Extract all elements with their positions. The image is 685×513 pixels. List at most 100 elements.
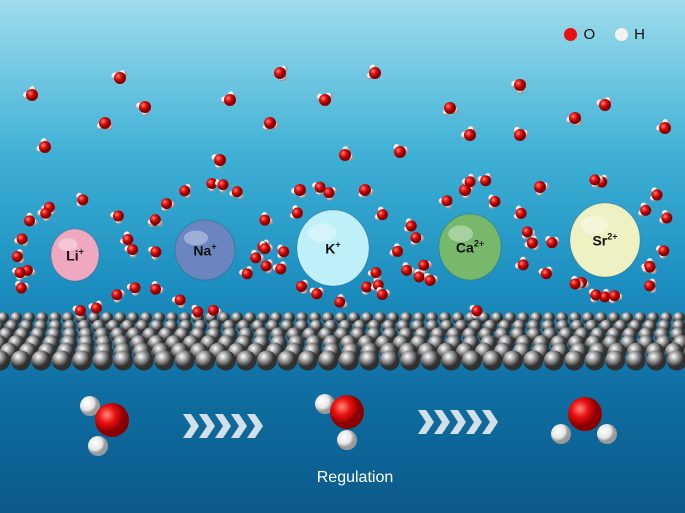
oxygen-atom	[274, 67, 286, 79]
oxygen-atom	[515, 207, 527, 219]
water-molecule	[655, 245, 670, 259]
water-molecule	[461, 173, 476, 188]
oxygen-atom	[214, 154, 226, 166]
oxygen-atom	[521, 226, 533, 238]
substrate-atom	[605, 350, 626, 371]
ion-highlight	[58, 238, 78, 252]
water-molecule	[110, 210, 124, 225]
substrate-atom	[441, 350, 462, 371]
ions	[50, 202, 641, 287]
chevron-icon	[466, 410, 482, 434]
chevron-icon	[434, 410, 450, 434]
substrate-atom	[543, 350, 564, 371]
water-molecule	[161, 198, 175, 212]
substrate-atom	[379, 350, 400, 371]
oxygen-atom	[418, 259, 430, 271]
water-molecule	[334, 293, 348, 308]
substrate-atom	[0, 350, 11, 371]
water-molecule	[393, 143, 409, 158]
substrate-atom	[0, 312, 9, 324]
oxygen-atom	[161, 198, 173, 210]
water-molecule	[513, 205, 527, 220]
water-molecule	[290, 205, 303, 220]
oxygen-atom	[464, 129, 476, 141]
oxygen-atom	[174, 294, 186, 306]
ion-sr	[569, 202, 641, 278]
water-molecule	[424, 273, 439, 286]
oxygen-atom	[514, 79, 526, 91]
water-molecule	[96, 117, 113, 131]
water-molecule	[15, 280, 30, 294]
water-molecule	[259, 240, 274, 255]
oxygen-atom	[369, 67, 381, 79]
oxygen-atom	[264, 117, 276, 129]
water-molecule	[596, 96, 612, 111]
oxygen-atom	[26, 89, 38, 101]
water-molecule	[401, 262, 415, 276]
oxygen-atom	[207, 304, 219, 316]
water-molecule	[376, 286, 391, 300]
oxygen-atom	[410, 232, 422, 244]
water-molecule	[221, 91, 236, 106]
water-molecule-large	[80, 396, 129, 456]
substrate-atom	[359, 350, 380, 371]
water-molecule	[650, 187, 663, 202]
water-molecule	[358, 184, 374, 199]
ion-symbol: Na	[193, 242, 212, 259]
substrate-atom	[10, 350, 31, 371]
oxygen-atom	[111, 289, 123, 301]
oxygen-atom	[330, 395, 364, 429]
water-molecule	[309, 287, 324, 300]
water-molecule	[642, 261, 657, 275]
water-molecule	[260, 259, 274, 274]
ion-charge: +	[78, 246, 84, 257]
chevron-icon	[199, 414, 215, 438]
oxygen-legend-dot	[564, 28, 578, 41]
oxygen-atom	[540, 268, 552, 280]
substrate-atom	[646, 350, 667, 371]
water-molecule	[656, 119, 671, 134]
oxygen-atom	[444, 102, 456, 114]
ion-charge: 2+	[473, 238, 485, 249]
water-molecule	[171, 294, 186, 309]
ion-charge: 2+	[607, 231, 618, 242]
substrate-atom	[564, 350, 585, 371]
oxygen-atom	[224, 94, 236, 106]
oxygen-atom	[192, 306, 204, 318]
oxygen-atom	[127, 244, 139, 256]
oxygen-atom	[150, 246, 162, 258]
oxygen-atom	[651, 189, 663, 201]
legend: O H	[564, 26, 645, 43]
oxygen-atom	[644, 280, 656, 292]
oxygen-atom	[275, 263, 287, 275]
oxygen-atom	[464, 176, 476, 188]
ion-na	[174, 219, 236, 281]
ion-highlight	[448, 225, 474, 243]
substrate-atom	[51, 350, 72, 371]
water-molecule	[316, 92, 333, 106]
oxygen-atom	[394, 146, 406, 158]
substrate-atom	[502, 350, 523, 371]
hydrogen-atom	[551, 424, 571, 444]
oxygen-atom	[405, 220, 417, 232]
oxygen-atom	[569, 112, 581, 124]
oxygen-atom	[480, 175, 492, 187]
water-molecule	[14, 233, 29, 247]
oxygen-atom	[74, 305, 86, 317]
chevron-icon	[482, 410, 498, 434]
oxygen-atom	[291, 207, 303, 219]
oxygen-atom	[40, 207, 52, 219]
substrate-atom	[277, 350, 298, 371]
water-molecule	[24, 212, 38, 227]
oxygen-atom	[311, 288, 323, 300]
oxygen-atom	[217, 179, 229, 191]
oxygen-atom	[260, 260, 272, 272]
oxygen-atom	[314, 181, 326, 193]
water-molecule	[609, 290, 623, 304]
substrate-atom	[318, 350, 339, 371]
water-molecule	[588, 288, 602, 303]
water-molecule	[367, 267, 382, 281]
substrate-atom	[625, 350, 646, 371]
water-molecule	[511, 79, 526, 94]
